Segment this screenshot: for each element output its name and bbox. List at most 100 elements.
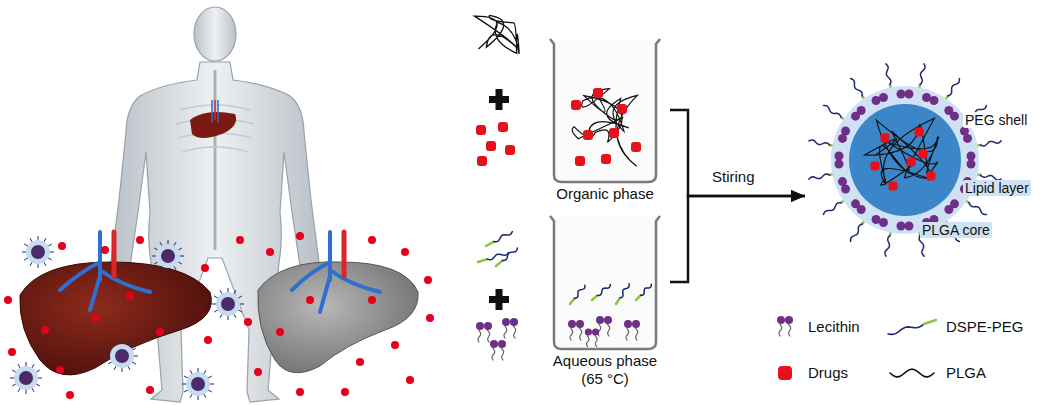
drug-particle	[601, 154, 611, 164]
legend-entry: Drugs	[768, 360, 848, 386]
lecithin-head	[576, 320, 584, 328]
mini-nanoparticle	[26, 240, 50, 264]
mini-nanoparticle	[14, 366, 38, 390]
free-drug	[254, 368, 262, 376]
polymer-chain	[572, 89, 637, 167]
drug-particle	[609, 128, 619, 138]
free-drug	[8, 348, 16, 356]
lecithin-head	[944, 106, 953, 115]
lecithin-head	[897, 222, 906, 231]
drug-particle	[477, 156, 487, 166]
dspe-anchor	[636, 295, 641, 300]
peg-chain	[641, 284, 652, 295]
lecithin-head	[490, 340, 498, 348]
legend-symbol	[768, 314, 802, 340]
part-label: Lipid layer	[963, 180, 1031, 196]
drug-particle	[593, 88, 603, 98]
drug-particle	[583, 130, 593, 140]
mini-core	[221, 297, 235, 311]
drug-particle	[575, 156, 585, 166]
peg-chain	[502, 248, 517, 261]
body-liver	[190, 112, 236, 138]
drug-particle	[571, 100, 581, 110]
lecithin-head	[841, 184, 850, 193]
peg-chain	[487, 253, 508, 260]
drug-particle	[915, 128, 924, 137]
peg-chain	[919, 236, 924, 257]
mini-core	[19, 371, 33, 385]
lecithin-head	[922, 93, 931, 102]
liver-vein	[60, 232, 150, 310]
beaker-drawing	[540, 212, 670, 352]
healthy-liver	[20, 232, 212, 375]
lecithin-head	[484, 322, 492, 330]
phase-label: Aqueous phase (65 °C)	[540, 352, 670, 388]
free-drug	[204, 336, 212, 344]
drug-particle	[505, 145, 515, 155]
legend-symbol	[884, 314, 940, 340]
drug-particle	[927, 172, 936, 181]
free-drug	[306, 296, 314, 304]
drug-particle	[871, 162, 880, 171]
drug-particle	[498, 122, 508, 132]
liver-lobe	[258, 262, 418, 373]
peg-chain	[888, 324, 924, 334]
free-drug	[356, 358, 364, 366]
lecithin-head	[967, 152, 976, 161]
free-drug	[244, 318, 252, 326]
free-drug	[4, 296, 12, 304]
lecithin-head	[857, 205, 866, 214]
legend-label: Drugs	[808, 364, 848, 382]
mini-core	[31, 245, 45, 259]
free-drug	[424, 276, 432, 284]
mini-core	[161, 249, 175, 263]
plus-sign	[496, 289, 503, 310]
peg-chain	[851, 224, 863, 242]
free-drug	[266, 248, 274, 256]
drug-particle	[889, 182, 898, 191]
nanoparticle: PEG shellLipid layerPLGA core	[805, 55, 1045, 265]
legend-label: DSPE-PEG	[946, 318, 1024, 336]
drug-particle	[919, 150, 928, 159]
free-drug	[58, 242, 66, 250]
free-drug	[156, 328, 164, 336]
lecithin-head	[476, 322, 484, 330]
liver-vein	[292, 232, 380, 312]
lecithin-head	[624, 320, 632, 328]
lecithin-head	[502, 318, 510, 326]
beaker: Aqueous phase (65 °C)	[540, 212, 670, 388]
free-drug	[236, 236, 244, 244]
free-drug	[426, 314, 434, 322]
peg-chain	[824, 203, 842, 215]
process-arrow	[670, 110, 805, 196]
lecithin-head	[835, 152, 844, 161]
lecithin-head	[585, 328, 592, 335]
free-drug	[126, 292, 134, 300]
lecithin-head	[777, 316, 785, 324]
dspe-anchor	[478, 259, 487, 262]
dspe-anchor	[486, 242, 494, 246]
lecithin-head	[967, 160, 976, 169]
lecithin-head	[632, 320, 640, 328]
free-drug	[401, 248, 409, 256]
body-vessels	[212, 100, 218, 122]
dspe-anchor	[570, 298, 574, 304]
beaker-outline	[550, 39, 660, 182]
free-drug	[276, 328, 284, 336]
free-drug	[101, 246, 109, 254]
peg-chain	[809, 174, 830, 179]
beaker: Organic phase	[540, 35, 670, 203]
peg-chain	[620, 284, 629, 298]
lecithin-head	[950, 199, 959, 208]
polymer-chain	[865, 118, 939, 185]
diseased-liver	[258, 232, 418, 373]
lecithin-head	[872, 96, 881, 105]
free-drug	[296, 232, 304, 240]
peg-chain	[920, 64, 925, 85]
part-label: PEG shell	[963, 112, 1029, 128]
step-label: Stiring	[710, 168, 757, 186]
phase-label: Organic phase	[540, 185, 670, 203]
lipid-layer	[831, 86, 979, 234]
peg-chain	[851, 79, 863, 97]
drug-particle	[476, 125, 486, 135]
